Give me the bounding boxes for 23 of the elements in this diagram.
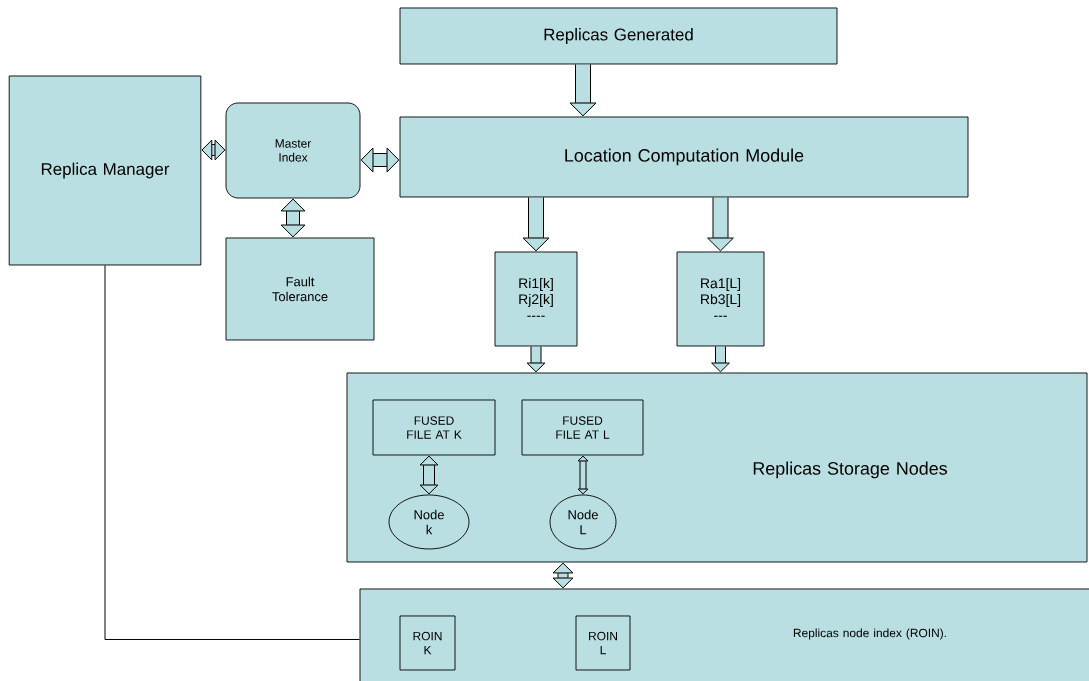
manager-box: Replica Manager [8,75,202,266]
index-box: Master Index [225,102,361,199]
roin-box: ROIN K [399,615,456,671]
block-arrow [577,455,589,495]
process-box: Replicas Generated [399,7,838,65]
block-arrow [280,198,306,238]
block-arrow [552,562,574,589]
block-arrow [526,346,546,373]
list-box: Ri1[k] Rj2[k] ---- [494,251,578,347]
connector-line [104,264,361,640]
file-box: FUSED FILE AT L [521,399,644,456]
block-arrow [522,197,550,252]
process-box: Fault Tolerance [225,237,375,341]
file-box: FUSED FILE AT K [372,399,496,456]
block-arrow [569,64,597,117]
list-box: Ra1[L] Rb3[L] --- [676,251,765,347]
module-box: Location Computation Module [399,116,969,198]
roin-box: ROIN L [575,615,631,671]
block-arrow [707,197,734,252]
block-arrow [360,147,400,173]
block-arrow [201,139,226,161]
block-arrow [711,346,730,373]
block-arrow [419,455,439,495]
